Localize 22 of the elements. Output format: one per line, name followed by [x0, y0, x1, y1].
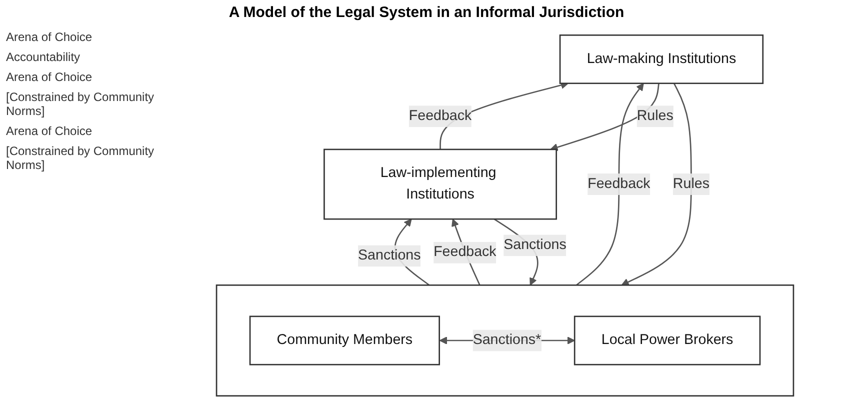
arrow — [621, 83, 692, 286]
node-box: Law-implementing Institutions — [324, 148, 557, 220]
note-text: Accountability — [6, 50, 82, 64]
diagram-title: A Model of the Legal System in an Informal Jurisdiction — [228, 4, 626, 21]
node-box: Local Power Brokers — [574, 316, 761, 366]
edge-label: Feedback — [434, 244, 496, 260]
note-text: [Constrained by Community Norms] — [6, 144, 156, 172]
note-text: Arena of Choice — [6, 30, 94, 44]
node-box: Law-making Institutions — [559, 34, 764, 84]
node-box: Community Members — [249, 316, 440, 366]
cluster — [216, 284, 794, 397]
edge-label: Rules — [636, 108, 674, 124]
edge-label: Sanctions — [358, 248, 421, 264]
note-text: Arena of Choice — [6, 124, 94, 138]
edge-label: Rules — [672, 176, 710, 192]
note-text: Arena of Choice — [6, 70, 94, 84]
note-text: [Constrained by Community Norms] — [6, 90, 156, 118]
edge-label: Feedback — [408, 108, 472, 124]
edge-label: Sanctions — [504, 237, 566, 253]
edge-label: Feedback — [588, 176, 650, 192]
arrow — [576, 83, 644, 286]
edge-label: Sanctions* — [472, 332, 542, 348]
